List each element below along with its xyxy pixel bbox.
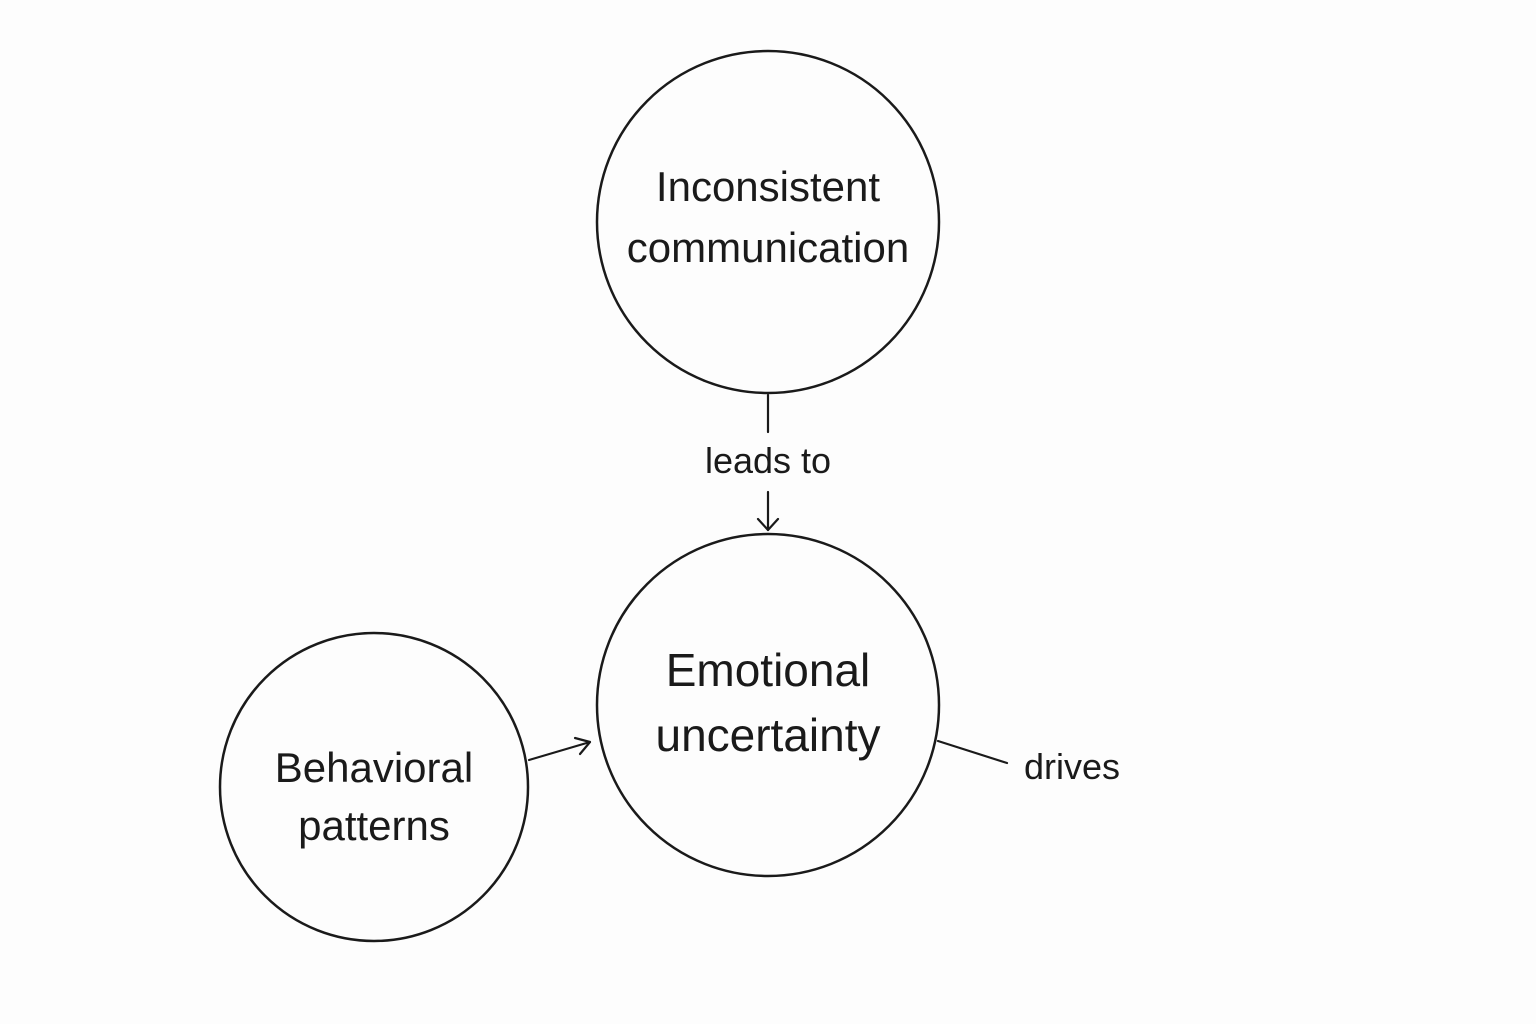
edge-behavioral-line [527, 740, 592, 762]
node-inconsistent-circle [595, 49, 941, 395]
edge-drives-label: drives [1024, 746, 1120, 787]
node-inconsistent-label-line1: Inconsistent [656, 163, 880, 210]
node-inconsistent-communication[interactable]: Inconsistent communication [595, 49, 941, 395]
edge-behavioral-to-emotional [527, 736, 592, 762]
edge-leads-to-label: leads to [705, 440, 831, 481]
edge-leads-to: leads to [705, 393, 831, 532]
node-emotional-label-line1: Emotional [666, 644, 871, 696]
node-behavioral-label-line2: patterns [298, 802, 450, 849]
node-behavioral-label-line1: Behavioral [275, 744, 473, 791]
node-behavioral-circle [218, 631, 530, 943]
node-emotional-circle [595, 532, 941, 878]
edge-drives-line [936, 739, 1009, 765]
edge-drives: drives [936, 739, 1120, 787]
node-behavioral-patterns[interactable]: Behavioral patterns [218, 631, 530, 943]
node-emotional-uncertainty[interactable]: Emotional uncertainty [595, 532, 941, 878]
edge-behavioral-arrowhead [573, 736, 592, 756]
node-inconsistent-label-line2: communication [627, 224, 909, 271]
edge-leads-to-arrowhead [756, 517, 780, 532]
node-emotional-label-line2: uncertainty [655, 709, 880, 761]
